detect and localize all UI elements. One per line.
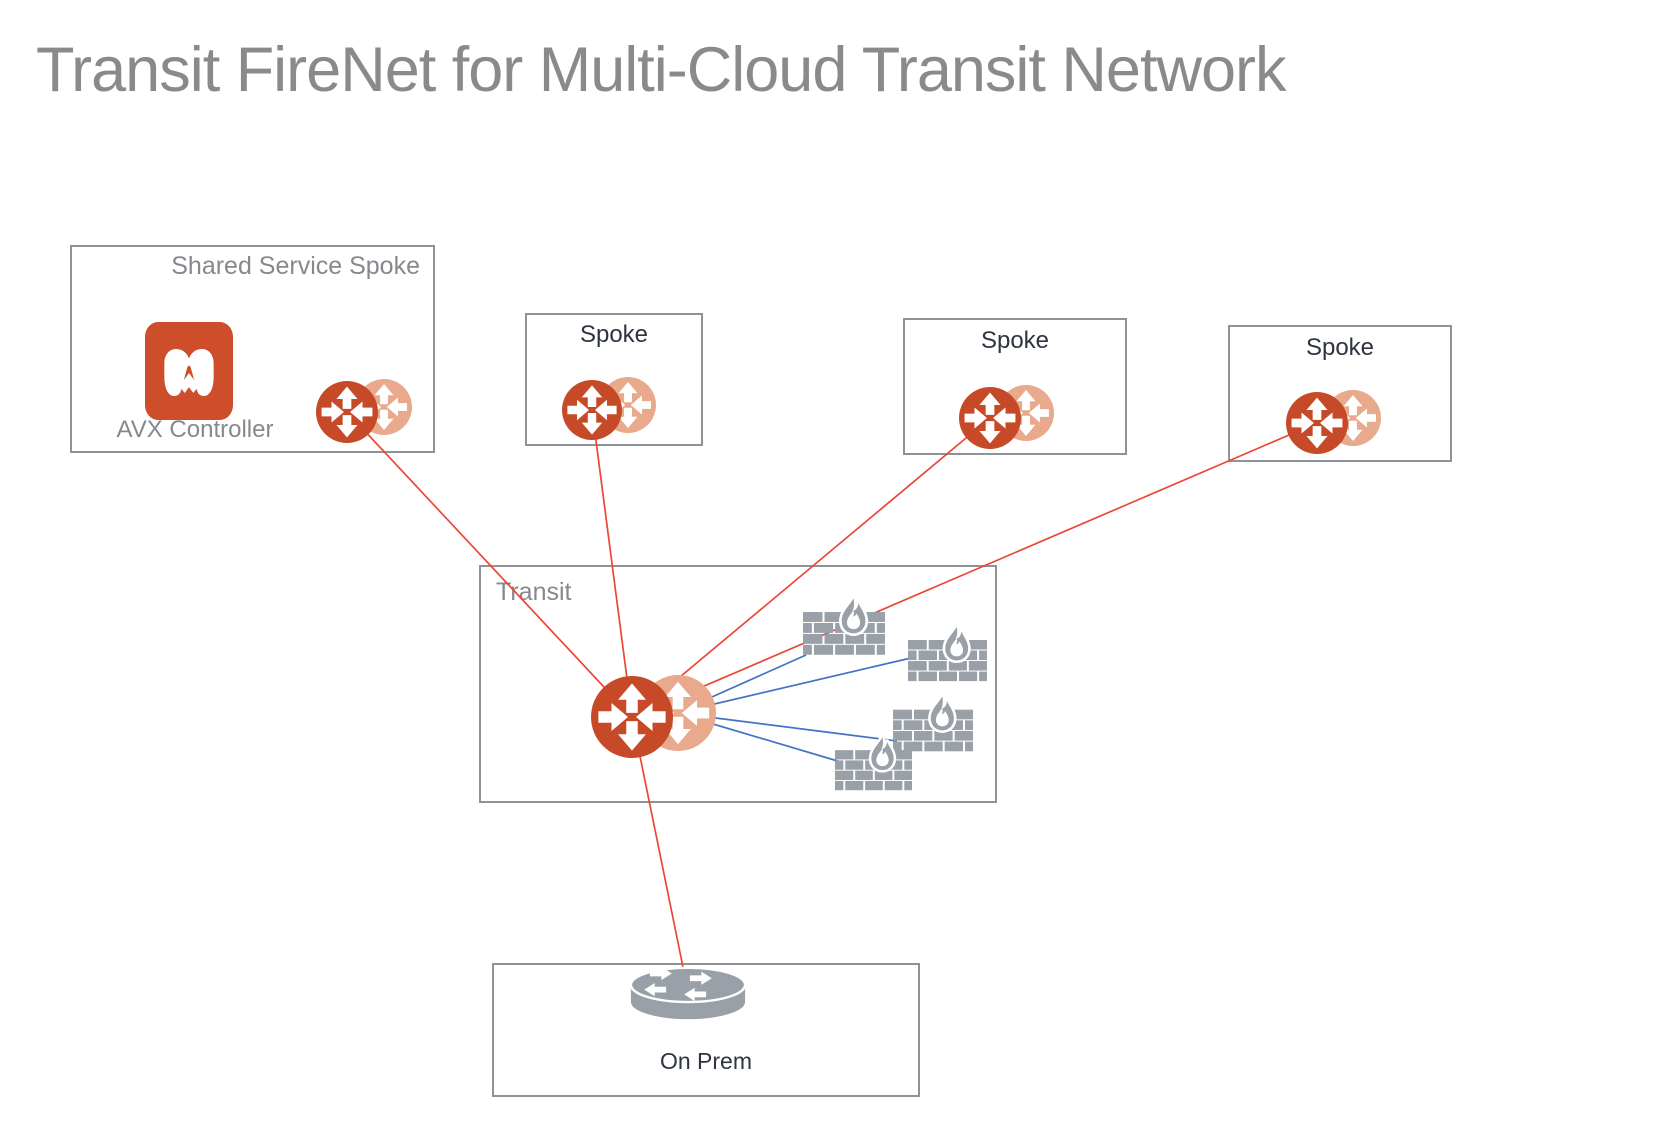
- spoke-3-box: [1228, 325, 1452, 462]
- transit-label: Transit: [496, 578, 572, 606]
- shared-service-spoke-box: [70, 245, 435, 453]
- on-prem-box: [492, 963, 920, 1097]
- avx-controller-label: AVX Controller: [116, 416, 274, 443]
- shared-service-spoke-label: Shared Service Spoke: [171, 252, 420, 280]
- spoke-3-label: Spoke: [1305, 334, 1375, 361]
- spoke-2-label: Spoke: [980, 327, 1050, 354]
- on-prem-label: On Prem: [659, 1048, 753, 1074]
- spoke-1-label: Spoke: [579, 321, 649, 348]
- page-title: Transit FireNet for Multi-Cloud Transit …: [36, 35, 1286, 105]
